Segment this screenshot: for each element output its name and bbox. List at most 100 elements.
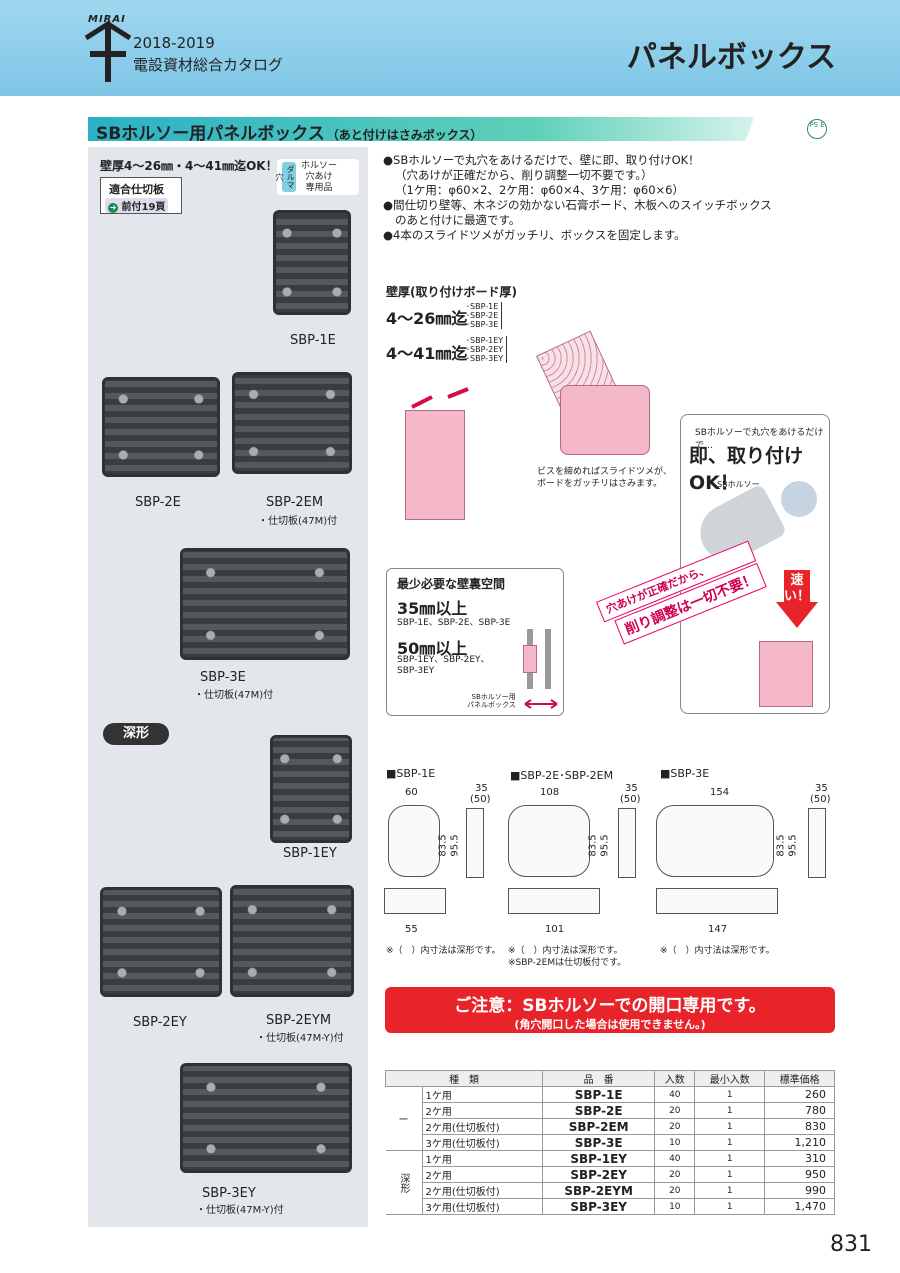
bottom-view-drawing xyxy=(384,888,446,914)
holso-label: SBホルソー xyxy=(717,480,760,489)
table-row: ー 1ケ用 SBP-1E 40 1 260 xyxy=(385,1086,835,1151)
feature-list: ●SBホルソーで丸穴をあけるだけで、壁に即、取り付けOK！ （穴あけが正確だから… xyxy=(383,153,853,243)
space-value-2: 50㎜以上 xyxy=(397,639,468,658)
fit-partition-box: 適合仕切板 ➜ 前付19頁 xyxy=(100,177,182,214)
model-line: ･SBP-2E xyxy=(466,311,499,320)
table-row: 2ケ用 SBP-2E 20 1 780 xyxy=(386,1102,835,1119)
dim-bottom: 147 xyxy=(708,924,728,935)
wall-range-2-models: ･SBP-1EY ･SBP-2EY ･SBP-3EY xyxy=(466,336,508,363)
column-header: 入数 xyxy=(654,1070,696,1087)
bottom-view-drawing xyxy=(656,888,778,914)
dimension-title: ■SBP-1E xyxy=(386,767,436,780)
kind-cell: 1ケ用 xyxy=(421,1086,544,1103)
column-header: 最小入数 xyxy=(694,1070,766,1087)
screw-note-line: ビスを締めればスライドツメが、 xyxy=(537,467,672,477)
min-cell: 1 xyxy=(694,1102,766,1119)
feature-line: ●SBホルソーで丸穴をあけるだけで、壁に即、取り付けOK！ xyxy=(383,153,700,167)
dim-height-1: 83.5 xyxy=(587,834,599,857)
product-label: SBP-1EY xyxy=(283,846,337,861)
dim-bottom: 55 xyxy=(405,924,418,935)
mirai-logo-icon xyxy=(84,21,132,82)
min-cell: 1 xyxy=(694,1134,766,1151)
catalog-year: 2018-2019 xyxy=(133,34,215,52)
product-image-sbp-3ey xyxy=(180,1063,352,1173)
wall-range-2: 4〜41㎜迄 xyxy=(386,344,468,363)
holso-tag-line: 穴あけ xyxy=(305,172,333,182)
section-title-bar: SBホルソー用パネルボックス（あと付けはさみボックス） PS E xyxy=(88,117,835,144)
product-image-sbp-1ey xyxy=(270,735,352,843)
table-row: 3ケ用(仕切板付) SBP-3E 10 1 1,210 xyxy=(386,1134,835,1151)
code-cell: SBP-2E xyxy=(542,1102,656,1119)
price-cell: 990 xyxy=(764,1182,835,1199)
box-closeup-illustration xyxy=(560,385,650,455)
dim-depth-deep: (50) xyxy=(470,794,491,805)
fit-partition-link[interactable]: ➜ 前付19頁 xyxy=(105,198,169,213)
front-view-drawing xyxy=(656,805,774,877)
product-label: SBP-2EYM xyxy=(266,1013,332,1028)
product-image-sbp-2eym xyxy=(230,885,354,997)
quick-install-heading: SBホルソーで丸穴をあけるだけで… xyxy=(695,428,824,451)
qty-cell: 10 xyxy=(654,1134,696,1151)
column-header: 品 番 xyxy=(542,1070,656,1087)
caution-line-1: ご注意：SBホルソーでの開口専用です。 xyxy=(454,996,766,1016)
arrow-right-icon: ➜ xyxy=(108,203,118,213)
product-price-table: 種 類 品 番 入数 最小入数 標準価格 ー 1ケ用 SBP-1E 40 1 2… xyxy=(384,1070,835,1215)
group-label: 深形 xyxy=(385,1150,423,1215)
note-line: ※（ ）内寸法は深形です。 xyxy=(386,946,501,956)
wall-range-1-models: ･SBP-1E ･SBP-2E ･SBP-3E xyxy=(466,302,503,329)
price-cell: 780 xyxy=(764,1102,835,1119)
product-sub-label: ・仕切板(47M-Y)付 xyxy=(256,1033,344,1044)
table-row: 3ケ用(仕切板付) SBP-3EY 10 1 1,470 xyxy=(386,1198,835,1215)
wall-thickness-heading: 壁厚(取り付けボード厚) xyxy=(386,285,517,299)
feature-line: ●4本のスライドツメがガッチリ、ボックスを固定します。 xyxy=(383,228,686,242)
price-cell: 830 xyxy=(764,1118,835,1135)
column-header: 種 類 xyxy=(384,1070,544,1087)
product-sub-label: ・仕切板(47M-Y)付 xyxy=(196,1205,284,1216)
min-cell: 1 xyxy=(694,1118,766,1135)
space-title: 最少必要な壁裏空間 xyxy=(397,577,506,591)
kind-cell: 2ケ用 xyxy=(421,1166,544,1183)
code-cell: SBP-2EM xyxy=(542,1118,656,1135)
dim-height-2: 95.5 xyxy=(599,834,611,857)
catalog-name: 電設資材総合カタログ xyxy=(133,56,284,74)
space-caption: SBホルソー用 パネルボックス xyxy=(467,693,516,709)
product-label: SBP-3EY xyxy=(202,1186,256,1201)
bottom-view-drawing xyxy=(508,888,600,914)
price-cell: 310 xyxy=(764,1150,835,1167)
column-header: 標準価格 xyxy=(764,1070,835,1087)
holso-only-tag: ホルソー 穴あけ 専用品 xyxy=(301,161,337,194)
model-line: ･SBP-1E xyxy=(466,302,499,311)
table-row: 深形 1ケ用 SBP-1EY 40 1 310 xyxy=(385,1150,835,1215)
page-number: 831 xyxy=(830,1232,872,1257)
pse-mark-icon: PS E xyxy=(807,119,827,139)
front-view-drawing xyxy=(508,805,590,877)
dim-height-1: 83.5 xyxy=(775,834,787,857)
holso-tag: ダルマ穴 ホルソー 穴あけ 専用品 xyxy=(275,159,359,195)
front-view-drawing xyxy=(388,805,440,877)
space-models-1: SBP-1E、SBP-2E、SBP-3E xyxy=(397,618,511,628)
dim-depth-deep: (50) xyxy=(620,794,641,805)
min-cell: 1 xyxy=(694,1086,766,1103)
qty-cell: 20 xyxy=(654,1166,696,1183)
price-cell: 1,470 xyxy=(764,1198,835,1215)
side-view-drawing xyxy=(618,808,636,878)
kind-cell: 3ケ用(仕切板付) xyxy=(421,1198,544,1215)
code-cell: SBP-2EYM xyxy=(542,1182,656,1199)
arrow-icon xyxy=(411,387,469,409)
min-cell: 1 xyxy=(694,1198,766,1215)
side-view-drawing xyxy=(466,808,484,878)
section-subtitle: （あと付けはさみボックス） xyxy=(326,128,483,142)
group-label: ー xyxy=(385,1086,423,1151)
dim-width: 60 xyxy=(405,787,418,798)
space-value-1: 35㎜以上 xyxy=(397,599,468,618)
note-line: ※SBP-2EMは仕切板付です。 xyxy=(508,958,627,968)
min-cell: 1 xyxy=(694,1166,766,1183)
product-label: SBP-2E xyxy=(135,495,181,510)
product-image-sbp-1e xyxy=(273,210,351,315)
kind-cell: 1ケ用 xyxy=(421,1150,544,1167)
dim-width: 154 xyxy=(710,787,730,798)
dimension-title: ■SBP-3E xyxy=(660,767,710,780)
dimension-note: ※（ ）内寸法は深形です。 ※SBP-2EMは仕切板付です。 xyxy=(508,945,626,969)
disc-illustration xyxy=(781,481,817,517)
min-cell: 1 xyxy=(694,1150,766,1167)
